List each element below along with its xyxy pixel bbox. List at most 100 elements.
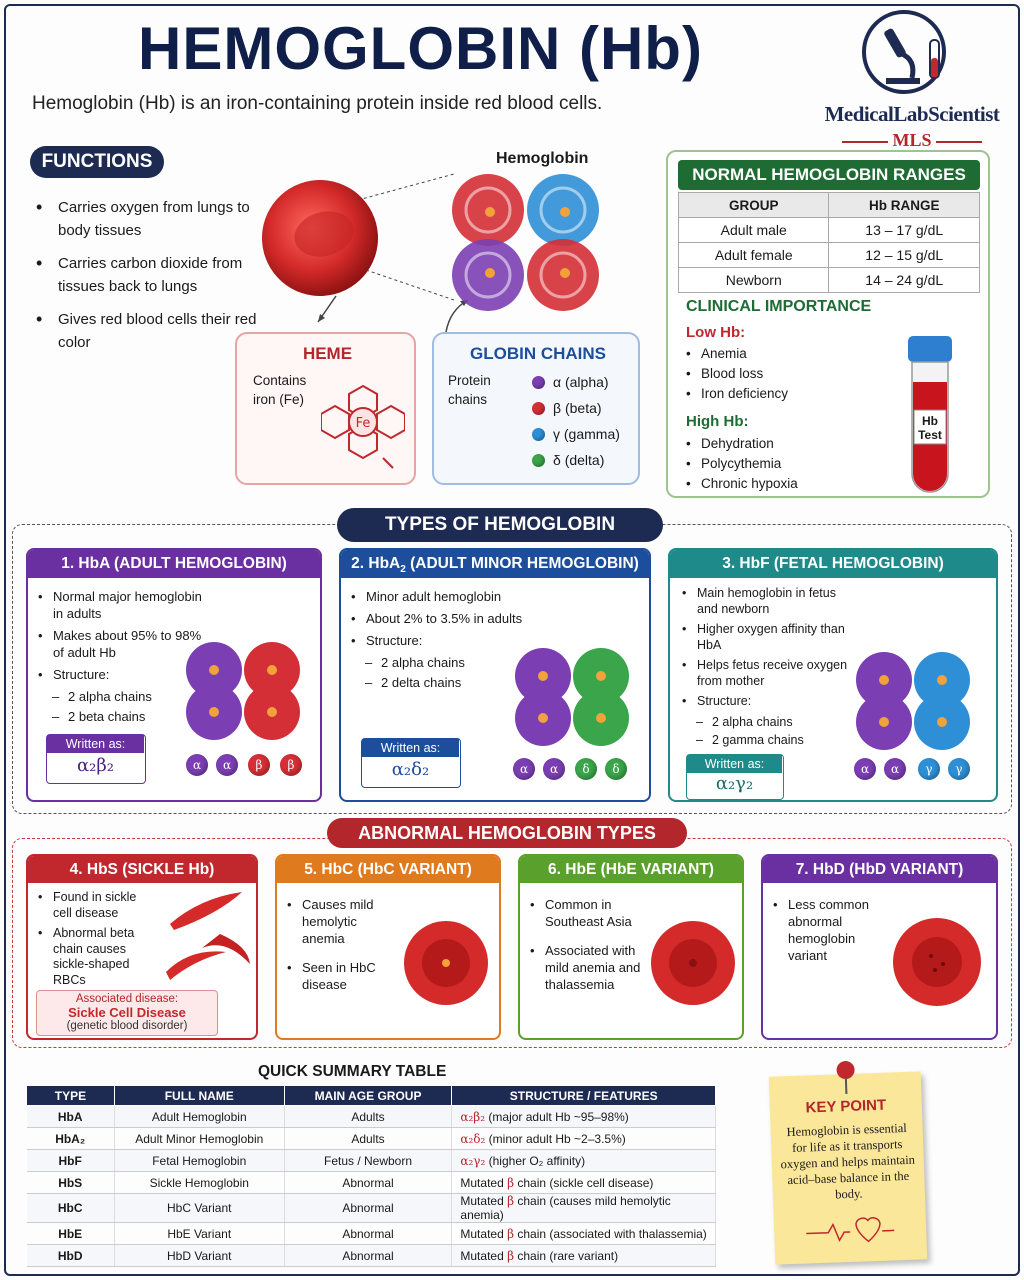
hbc-title: 5. HbC (HbC VARIANT) bbox=[277, 856, 499, 883]
hbs-list: Found in sickle cell disease Abnormal be… bbox=[38, 890, 156, 993]
hba-formula: α₂β₂ bbox=[77, 755, 114, 776]
hbs-card: 4. HbS (SICKLE Hb) Found in sickle cell … bbox=[26, 854, 258, 1040]
list-item: Dehydration bbox=[686, 434, 798, 454]
hbd-rbc-icon bbox=[893, 918, 981, 1006]
clinical-title: CLINICAL IMPORTANCE bbox=[686, 298, 872, 315]
ranges-title: NORMAL HEMOGLOBIN RANGES bbox=[678, 160, 980, 190]
logo-circle bbox=[862, 10, 946, 94]
hba2-title: 2. HbA2 (ADULT MINOR HEMOGLOBIN) bbox=[341, 550, 649, 578]
gamma-dot-icon bbox=[532, 427, 545, 441]
chain-delta: δ (delta) bbox=[532, 450, 604, 470]
hbf-written: Written as: α₂γ₂ bbox=[686, 754, 784, 800]
gamma-bubble: γ bbox=[948, 758, 970, 780]
functions-label: FUNCTIONS bbox=[30, 146, 164, 178]
summary-header: MAIN AGE GROUP bbox=[283, 1085, 453, 1106]
ranges-header-range: Hb RANGE bbox=[828, 192, 980, 218]
mls-logo: MedicalLabScientist MLS bbox=[812, 8, 1012, 150]
globin-box: GLOBIN CHAINS Protein chains α (alpha) β… bbox=[432, 332, 640, 485]
microscope-icon bbox=[884, 28, 940, 84]
hba-card: 1. HbA (ADULT HEMOGLOBIN) Normal major h… bbox=[26, 548, 322, 802]
low-hb-list: Anemia Blood loss Iron deficiency bbox=[686, 344, 788, 404]
hba2-list: Minor adult hemoglobin About 2% to 3.5% … bbox=[351, 588, 531, 694]
hba-list: Normal major hemoglobin in adults Makes … bbox=[38, 588, 213, 728]
hbs-associated-disease: Associated disease: Sickle Cell Disease … bbox=[36, 990, 218, 1036]
types-label: TYPES OF HEMOGLOBIN bbox=[337, 508, 663, 542]
hbd-card: 7. HbD (HbD VARIANT) Less common abnorma… bbox=[761, 854, 998, 1040]
alpha-bubble: α bbox=[186, 754, 208, 776]
hba2-formula: α₂δ₂ bbox=[391, 759, 430, 780]
function-item: Carries carbon dioxide from tissues back… bbox=[36, 252, 266, 298]
key-point-text: Hemoglobin is essential for life as it t… bbox=[780, 1120, 916, 1202]
functions-list: Carries oxygen from lungs to body tissue… bbox=[36, 196, 266, 364]
key-point-title: KEY POINT bbox=[805, 1096, 887, 1117]
sickle-cell-icon bbox=[166, 892, 250, 980]
globin-text: Protein chains bbox=[448, 373, 491, 407]
heme-iron-label: Fe bbox=[356, 416, 371, 431]
chain-gamma: γ (gamma) bbox=[532, 424, 620, 444]
hba2-molecule-icon bbox=[515, 648, 629, 746]
hbc-list: Causes mild hemolytic anemia Seen in HbC… bbox=[287, 896, 403, 998]
alpha-bubble: α bbox=[543, 758, 565, 780]
summary-header: FULL NAME bbox=[113, 1085, 285, 1106]
logo-line-left bbox=[842, 141, 888, 143]
list-item: Blood loss bbox=[686, 364, 788, 384]
logo-abbr: MLS bbox=[892, 130, 932, 150]
heme-title: HEME bbox=[302, 344, 353, 363]
alpha-bubble: α bbox=[884, 758, 906, 780]
beta-bubble: β bbox=[280, 754, 302, 776]
delta-dot-icon bbox=[532, 453, 545, 467]
list-item: Chronic hypoxia bbox=[686, 474, 798, 494]
alpha-dot-icon bbox=[532, 375, 545, 389]
delta-bubble: δ bbox=[575, 758, 597, 780]
abnormal-label: ABNORMAL HEMOGLOBIN TYPES bbox=[327, 818, 687, 848]
hbs-title: 4. HbS (SICKLE Hb) bbox=[28, 856, 256, 883]
summary-header: TYPE bbox=[26, 1085, 115, 1106]
high-hb-title: High Hb: bbox=[686, 413, 749, 430]
heme-box: HEME Contains iron (Fe) Fe bbox=[235, 332, 416, 485]
gamma-bubble: γ bbox=[918, 758, 940, 780]
test-tube-icon bbox=[908, 336, 952, 493]
list-item: Iron deficiency bbox=[686, 384, 788, 404]
function-item: Gives red blood cells their red color bbox=[36, 308, 266, 354]
hemoglobin-tetramer-icon bbox=[452, 174, 599, 311]
test-tube-label: Hb Test bbox=[918, 414, 942, 442]
hbf-molecule-icon bbox=[856, 652, 970, 750]
logo-name: MedicalLabScientist bbox=[824, 102, 1000, 126]
hba-title: 1. HbA (ADULT HEMOGLOBIN) bbox=[28, 550, 320, 578]
ranges-header-group: GROUP bbox=[677, 192, 830, 218]
key-point-note: KEY POINT Hemoglobin is essential for li… bbox=[768, 1061, 928, 1265]
alpha-bubble: α bbox=[854, 758, 876, 780]
hbd-list: Less common abnormal hemoglobin variant bbox=[773, 896, 881, 969]
summary-header: STRUCTURE / FEATURES bbox=[451, 1085, 716, 1106]
heartbeat-icon bbox=[806, 1217, 895, 1243]
hba-molecule-icon bbox=[186, 642, 300, 740]
logo-line-right bbox=[936, 141, 982, 143]
function-item: Carries oxygen from lungs to body tissue… bbox=[36, 196, 266, 242]
hbe-list: Common in Southeast Asia Associated with… bbox=[530, 896, 650, 998]
hbf-list: Main hemoglobin in fetus and newborn Hig… bbox=[682, 586, 850, 752]
hemoglobin-label: Hemoglobin bbox=[496, 150, 589, 167]
alpha-bubble: α bbox=[513, 758, 535, 780]
hba2-card: 2. HbA2 (ADULT MINOR HEMOGLOBIN) Minor a… bbox=[339, 548, 651, 802]
globin-title: GLOBIN CHAINS bbox=[470, 344, 606, 363]
rbc-hemoglobin-diagram bbox=[262, 173, 599, 333]
heme-ring-icon: Fe bbox=[321, 384, 405, 469]
heme-text: Contains iron (Fe) bbox=[253, 373, 307, 407]
hba2-written: Written as: α₂δ₂ bbox=[361, 738, 461, 788]
alpha-bubble: α bbox=[216, 754, 238, 776]
summary-table: TYPE FULL NAME MAIN AGE GROUP STRUCTURE … bbox=[26, 1085, 716, 1267]
hbe-card: 6. HbE (HbE VARIANT) Common in Southeast… bbox=[518, 854, 744, 1040]
hba-written: Written as: α₂β₂ bbox=[46, 734, 146, 784]
hbe-title: 6. HbE (HbE VARIANT) bbox=[520, 856, 742, 883]
hbc-rbc-icon bbox=[404, 921, 488, 1005]
low-hb-title: Low Hb: bbox=[686, 324, 746, 341]
beta-bubble: β bbox=[248, 754, 270, 776]
